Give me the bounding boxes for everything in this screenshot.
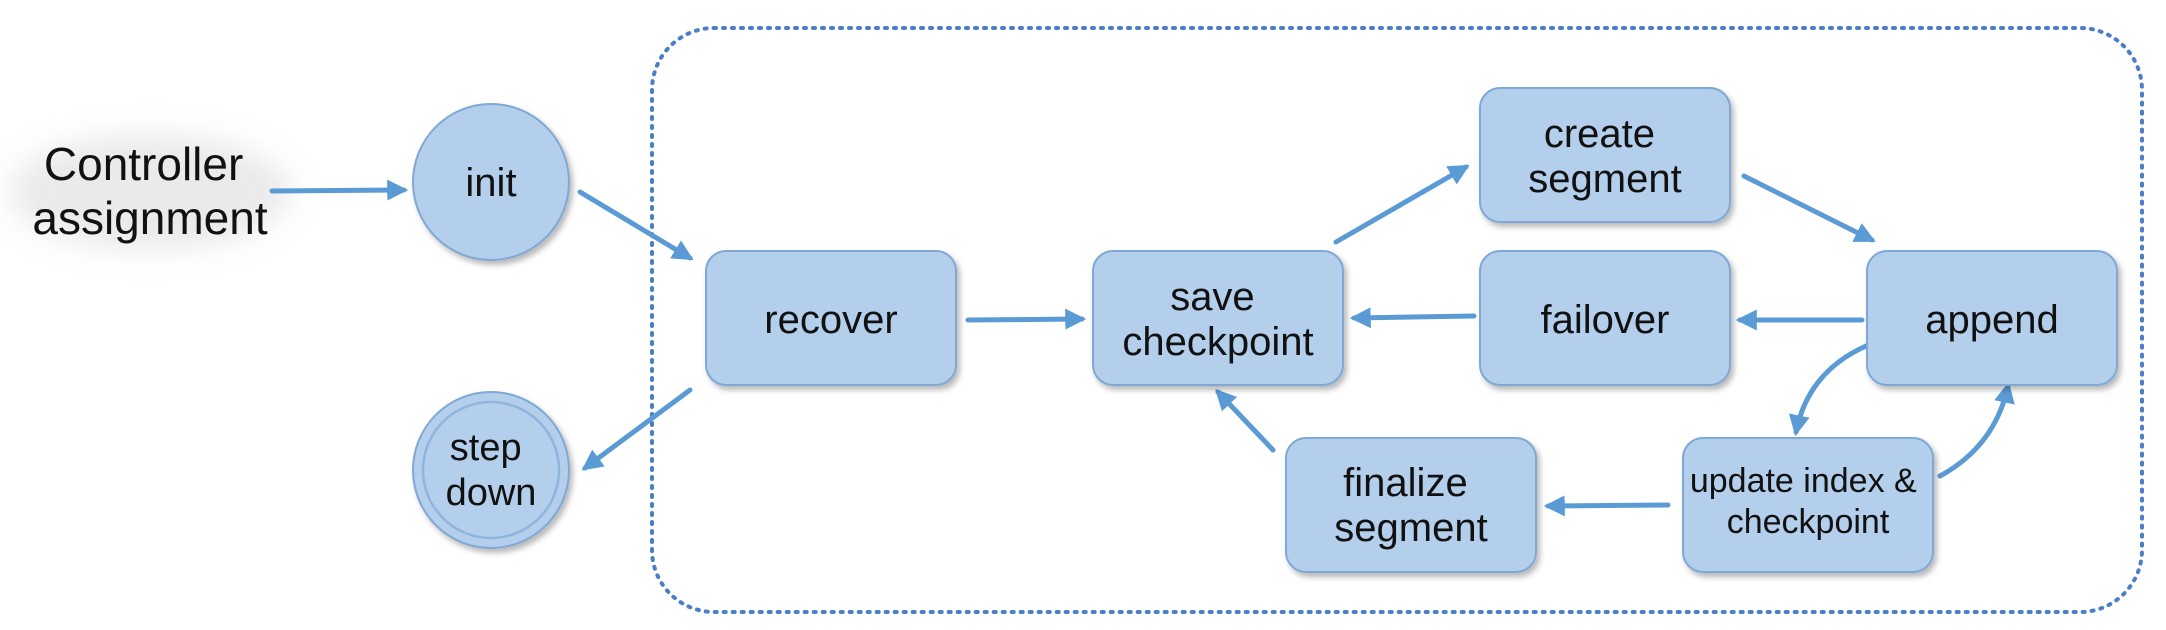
node-create-segment: create segment [1479, 87, 1731, 223]
node-recover: recover [705, 250, 957, 386]
external-label-glow [10, 134, 290, 250]
arrow-init-to-recover [577, 189, 694, 261]
node-finalize-segment: finalize segment [1285, 437, 1537, 573]
node-update-index-checkpoint-line-2: checkpoint [1727, 503, 1890, 541]
node-step-down-line-2: down [446, 472, 537, 514]
arrow-create-segment-to-append [1741, 173, 1876, 243]
node-failover: failover [1479, 250, 1731, 386]
svg-text:finalize segment: finalize segment [1334, 461, 1487, 550]
node-create-segment-line-1: create [1544, 112, 1655, 156]
node-finalize-segment-line-1: finalize [1343, 461, 1468, 505]
node-init: init [412, 103, 570, 261]
controller-assignment-label: Controller assignment [32, 138, 267, 244]
arrow-controller-to-init [269, 179, 409, 201]
node-append-label: append [1925, 298, 2058, 342]
svg-text:create segment: create segment [1528, 112, 1681, 201]
svg-text:append: append [1925, 298, 2058, 342]
node-finalize-segment-line-2: segment [1334, 506, 1487, 550]
svg-text:save checkpoint: save checkpoint [1122, 275, 1313, 364]
controller-assignment-line-2: assignment [32, 192, 267, 244]
arrows [269, 164, 2015, 517]
node-save-checkpoint-line-2: checkpoint [1122, 320, 1313, 364]
svg-text:recover: recover [764, 298, 897, 342]
node-create-segment-line-2: segment [1528, 157, 1681, 201]
node-save-checkpoint: save checkpoint [1092, 250, 1344, 386]
node-update-index-checkpoint: update index & checkpoint [1682, 437, 1934, 573]
arrow-failover-to-save-checkpoint [1349, 307, 1477, 329]
arrow-save-checkpoint-to-create-segment [1333, 164, 1470, 245]
svg-text:update index & checkpoin: update index & checkpoint [1690, 462, 1926, 541]
node-step-down: step down [412, 391, 570, 549]
dotted-boundary [650, 26, 2144, 614]
arrow-recover-to-step-down [581, 387, 693, 471]
svg-text:step down: step down [446, 427, 537, 514]
arrow-recover-to-save-checkpoint [965, 308, 1087, 330]
arrow-update-index-to-append [1937, 381, 2015, 479]
node-append: append [1866, 250, 2118, 386]
node-init-label: init [465, 161, 516, 205]
node-step-down-line-1: step [450, 427, 522, 469]
arrow-finalize-segment-to-save-checkpoint [1215, 388, 1276, 453]
svg-text:failover: failover [1541, 298, 1670, 342]
node-recover-label: recover [764, 298, 897, 342]
arrow-append-to-update-index [1789, 343, 1869, 437]
svg-text:init: init [465, 161, 516, 205]
node-save-checkpoint-line-1: save [1170, 275, 1255, 319]
node-failover-label: failover [1541, 298, 1670, 342]
arrow-update-index-to-finalize-segment [1543, 495, 1671, 517]
controller-assignment-line-1: Controller [44, 138, 243, 190]
node-update-index-checkpoint-line-1: update index & [1690, 462, 1917, 500]
